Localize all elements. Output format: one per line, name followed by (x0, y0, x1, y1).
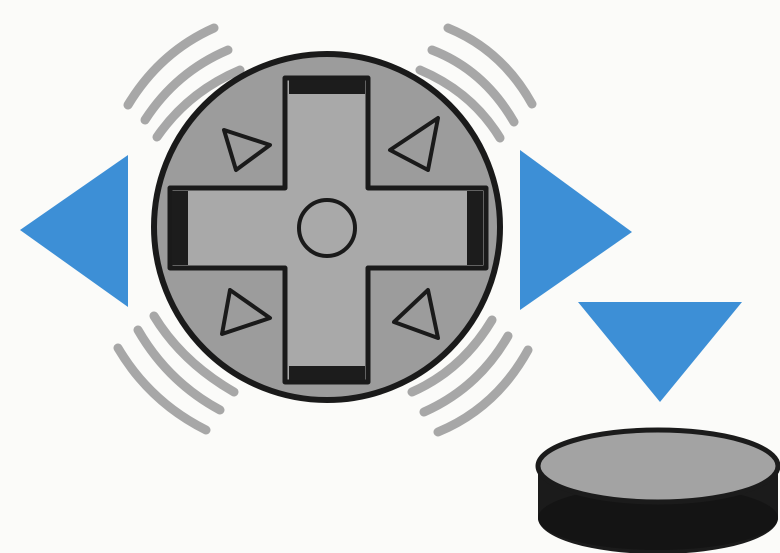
dpad-cap-up (289, 80, 365, 94)
dpad-cap-down (289, 366, 365, 380)
dpad-cap-left (172, 191, 188, 265)
round-button-icon (538, 430, 778, 553)
button-top (538, 430, 778, 502)
arrow-left-icon (20, 155, 128, 307)
dpad-icon (154, 54, 500, 400)
dpad-cap-right (467, 191, 483, 265)
arrow-down-icon (578, 302, 742, 402)
arrow-right-icon (520, 150, 632, 310)
